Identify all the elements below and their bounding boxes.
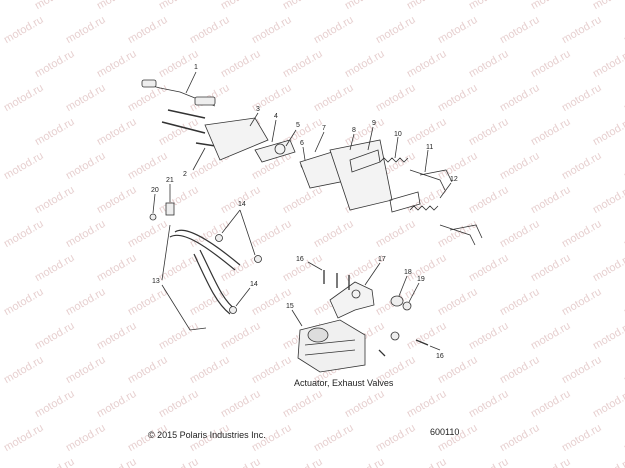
callout-3: 3 (256, 106, 260, 113)
callout-12: 12 (450, 176, 458, 183)
washer-part-19 (390, 282, 420, 341)
callout-19: 19 (417, 276, 425, 283)
hose-part-13 (161, 224, 241, 331)
valve-part-11 (409, 149, 453, 191)
bolt-part-2 (161, 109, 223, 171)
callout-20: 20 (151, 187, 159, 194)
diagram-caption: Actuator, Exhaust Valves (294, 378, 394, 388)
callout-1: 1 (194, 64, 198, 71)
bushing-part-18 (390, 275, 408, 307)
callout-6: 6 (300, 140, 304, 147)
callout-16-upper: 16 (296, 256, 304, 263)
spring-part-10 (379, 136, 439, 211)
nut-part-20 (149, 193, 157, 221)
callout-10: 10 (394, 131, 402, 138)
callout-7: 7 (322, 125, 326, 132)
callout-8: 8 (352, 127, 356, 134)
callout-18: 18 (404, 269, 412, 276)
drawing-number: 600110 (430, 427, 460, 437)
callout-4: 4 (274, 113, 278, 120)
callout-9: 9 (372, 120, 376, 127)
callout-5: 5 (296, 122, 300, 129)
clamp-part-14 (215, 209, 262, 314)
pulley-part-5 (274, 129, 297, 155)
callout-13: 13 (152, 278, 160, 285)
lever-part-17 (329, 262, 381, 319)
actuator-part-15 (291, 309, 366, 373)
callout-2: 2 (183, 171, 187, 178)
copyright-notice: © 2015 Polaris Industries Inc. (148, 430, 266, 440)
valve-part-12 (439, 182, 483, 246)
cable-part-1 (141, 71, 216, 107)
callout-15: 15 (286, 303, 294, 310)
callout-14-lower: 14 (250, 281, 258, 288)
bracket-part-21 (165, 184, 175, 216)
bracket-part-3 (204, 112, 269, 161)
housing-part-8 (329, 133, 393, 211)
screw-part-16 (307, 261, 441, 357)
callout-14-upper: 14 (238, 201, 246, 208)
callout-11: 11 (426, 144, 433, 151)
callout-16-lower: 16 (436, 353, 444, 360)
callout-17: 17 (378, 256, 386, 263)
callout-21: 21 (166, 177, 174, 184)
